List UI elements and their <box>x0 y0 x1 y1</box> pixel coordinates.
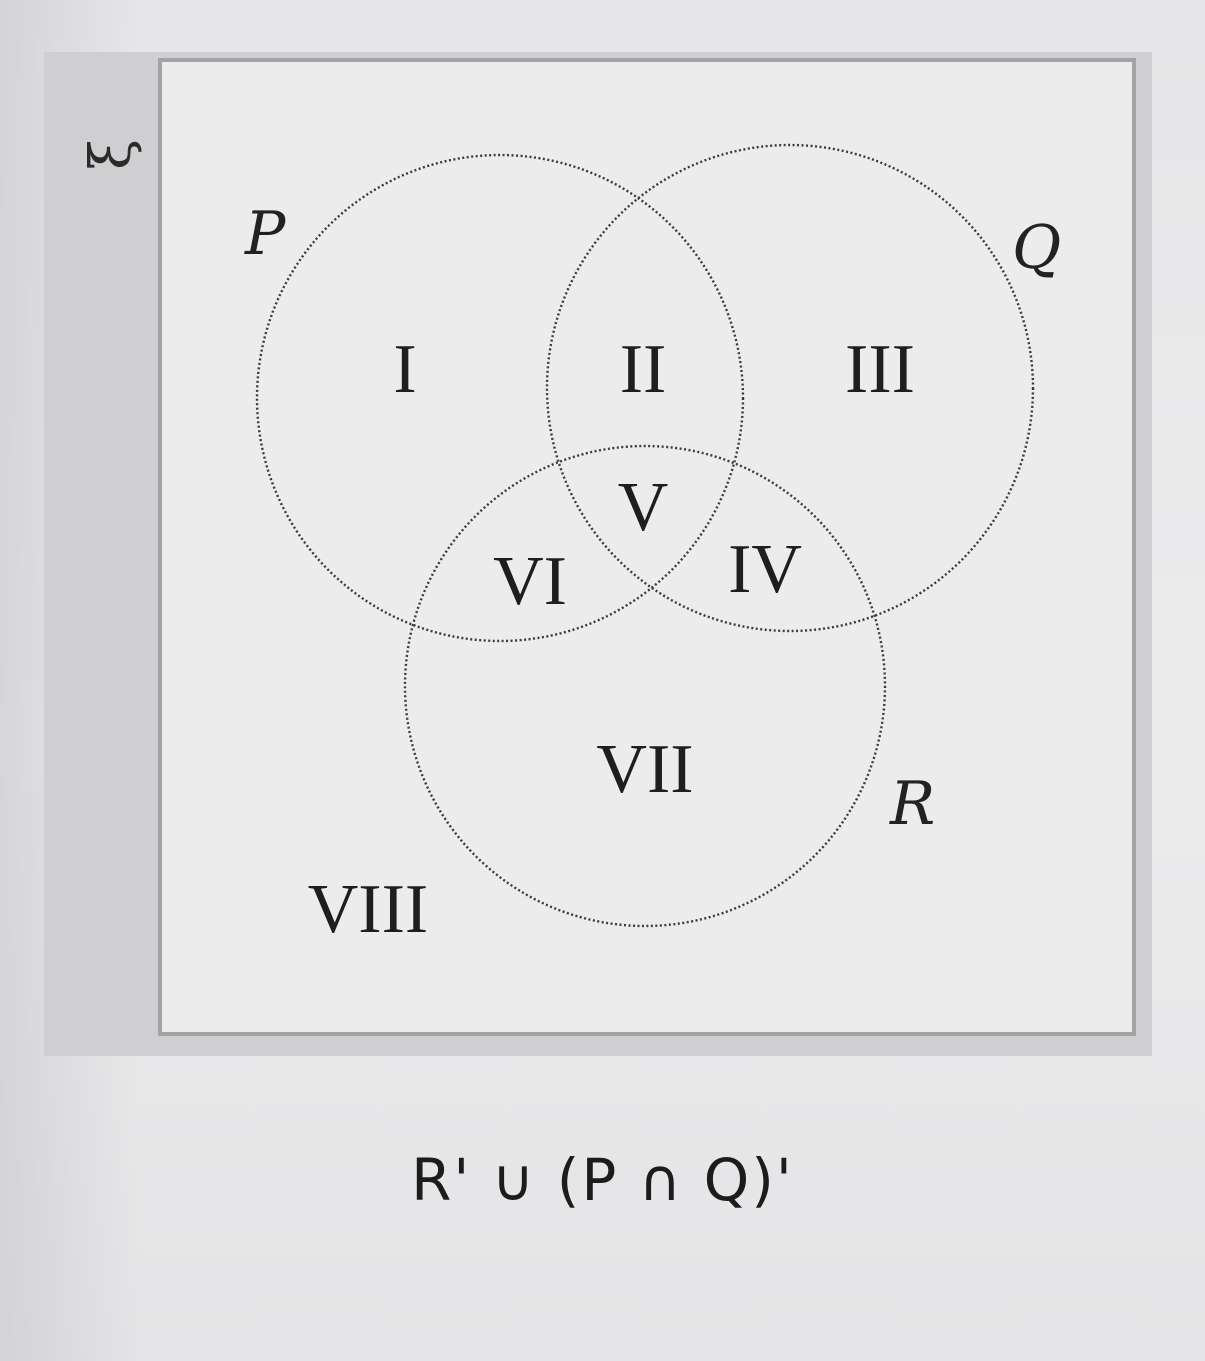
region-label-ii: II <box>620 331 667 408</box>
region-label-v: V <box>618 469 669 546</box>
set-q-circle <box>545 143 1035 633</box>
region-label-viii: VIII <box>308 871 428 948</box>
set-p-circle <box>255 153 745 643</box>
universal-set-box <box>158 58 1136 1036</box>
region-label-vii: VII <box>596 731 693 808</box>
region-label-i: I <box>393 331 416 408</box>
set-r-label: R <box>889 769 935 839</box>
region-label-iii: III <box>845 331 915 408</box>
set-expression: R' ∪ (P ∩ Q)' <box>411 1146 794 1214</box>
set-p-label: P <box>244 199 287 269</box>
region-label-iv: IV <box>728 531 802 608</box>
region-label-vi: VI <box>493 543 567 620</box>
set-q-label: Q <box>1012 213 1061 283</box>
set-r-circle <box>403 444 887 928</box>
